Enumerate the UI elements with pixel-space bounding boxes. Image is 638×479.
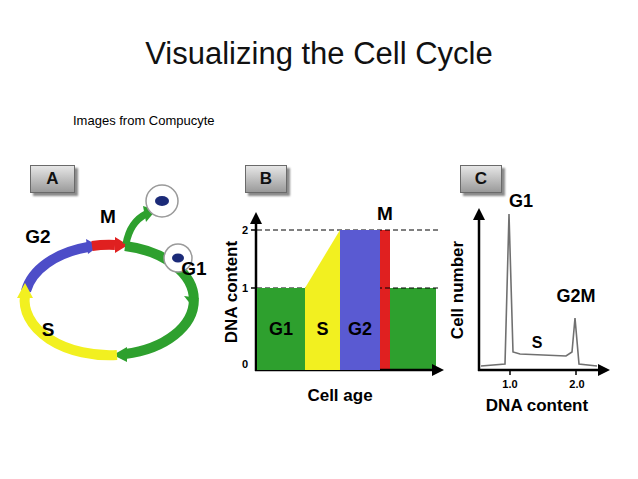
axis-arrowhead (473, 208, 485, 220)
tick (251, 287, 256, 289)
tick-label: 2.0 (569, 379, 584, 390)
tick (251, 229, 256, 231)
tick (509, 370, 511, 375)
s-phase-fill (305, 230, 340, 370)
source-note: Images from Compucyte (73, 114, 215, 127)
phase-label: S (42, 320, 55, 339)
tick-label: 2 (242, 225, 248, 236)
phase-label: M (100, 207, 116, 226)
g1-bar (390, 288, 436, 370)
phase-label: G1 (181, 259, 206, 278)
panel-label: B (245, 165, 287, 193)
phase-label: S (532, 335, 543, 351)
phase-label: G2 (25, 227, 50, 246)
g1-arrowhead (184, 296, 199, 306)
phase-name: S (316, 319, 328, 340)
division-arrow (126, 214, 146, 244)
tick-label: 1.0 (502, 379, 517, 390)
tick (575, 370, 577, 375)
phase-band: G2 (340, 230, 380, 370)
nucleus (155, 196, 169, 206)
s-arc (25, 295, 117, 355)
axis-arrowhead (250, 212, 262, 224)
phase-label: M (377, 204, 393, 223)
g2-arc (26, 247, 88, 291)
panel-label: A (30, 165, 75, 193)
dna-histogram (481, 214, 597, 366)
panel-letter: C (475, 169, 487, 189)
tick-label: 1 (242, 283, 248, 294)
axis-title: Cell age (307, 387, 372, 404)
axis-arrowhead (432, 364, 444, 376)
axis-title: DNA content (223, 241, 240, 343)
panel-label: C (460, 165, 502, 193)
y-axis (478, 218, 481, 371)
m-bar (380, 230, 390, 370)
phase-name: G1 (269, 319, 293, 340)
phase-name: G2 (348, 319, 372, 340)
axis-title: DNA content (486, 397, 588, 414)
peak-label: G1 (509, 192, 533, 210)
phase-band: S (305, 230, 340, 370)
s-phase-shape (305, 230, 340, 370)
tick-label: 0 (242, 359, 248, 370)
peak-label: G2M (556, 287, 595, 305)
axis-title: Cell number (449, 241, 466, 339)
x-axis (478, 369, 598, 372)
m-arc (92, 245, 115, 246)
s-arrowhead (17, 283, 33, 298)
phase-band: G1 (257, 288, 305, 370)
daughter-cell (146, 185, 178, 217)
panel-letter: B (260, 169, 272, 189)
slide-title: Visualizing the Cell Cycle (0, 36, 638, 72)
axis-arrowhead (598, 364, 610, 376)
panel-letter: A (46, 169, 58, 189)
